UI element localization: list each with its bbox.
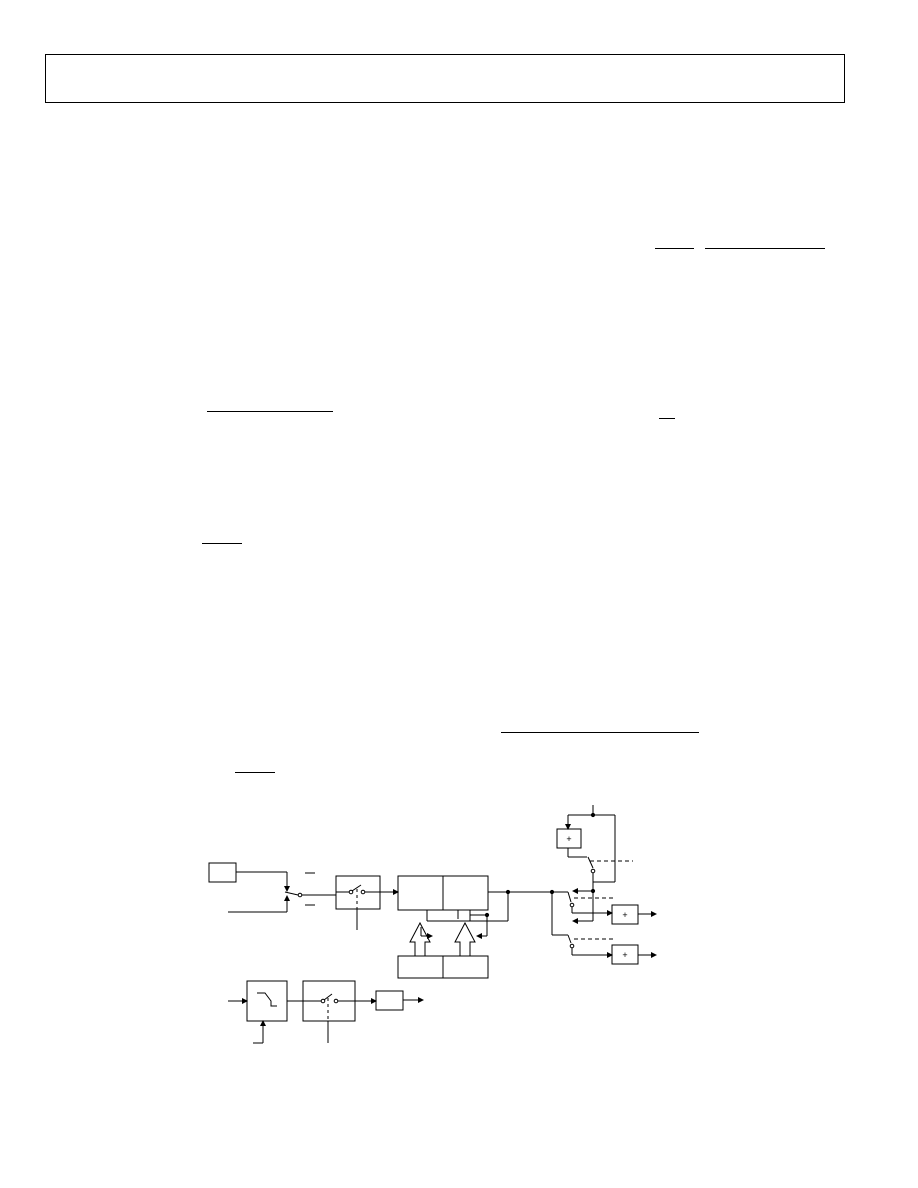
adder-label: + <box>566 834 571 844</box>
switch-blade <box>567 934 572 944</box>
junction-dot <box>505 889 511 895</box>
page-header-box <box>45 54 845 103</box>
filter-block <box>246 980 288 1022</box>
bus-arrow <box>409 921 431 956</box>
switch-contact <box>590 868 596 874</box>
switch-blade <box>351 884 362 892</box>
switch-blade <box>284 891 299 896</box>
junction-dot <box>590 888 596 894</box>
equation-rule <box>659 418 675 419</box>
output-block <box>375 990 404 1011</box>
equation-rule <box>235 772 275 773</box>
equation-rule <box>705 248 825 249</box>
junction-dot <box>484 912 490 918</box>
equation-rule <box>207 411 333 412</box>
equation-rule <box>501 732 699 733</box>
switch-contact <box>569 902 575 908</box>
switch-blade <box>587 856 594 869</box>
adder-label: + <box>622 910 627 920</box>
block-diagram: + + + <box>190 795 670 1055</box>
adder-label: + <box>622 950 627 960</box>
switch-contact <box>360 889 366 895</box>
switch-contact <box>297 892 303 898</box>
block-diagram-svg: + + + <box>208 805 657 1044</box>
source-block <box>208 862 237 883</box>
bus-arrow <box>454 921 476 956</box>
filter-icon <box>257 992 277 1007</box>
switch-contact <box>333 998 339 1004</box>
switch-blade <box>323 993 333 1001</box>
switch-blade <box>567 891 572 903</box>
switch-contact <box>569 943 575 949</box>
adder-block <box>556 828 582 849</box>
switch-contact <box>348 889 354 895</box>
equation-rule <box>655 248 694 249</box>
switch-contact <box>320 998 326 1004</box>
equation-rule <box>202 543 242 544</box>
